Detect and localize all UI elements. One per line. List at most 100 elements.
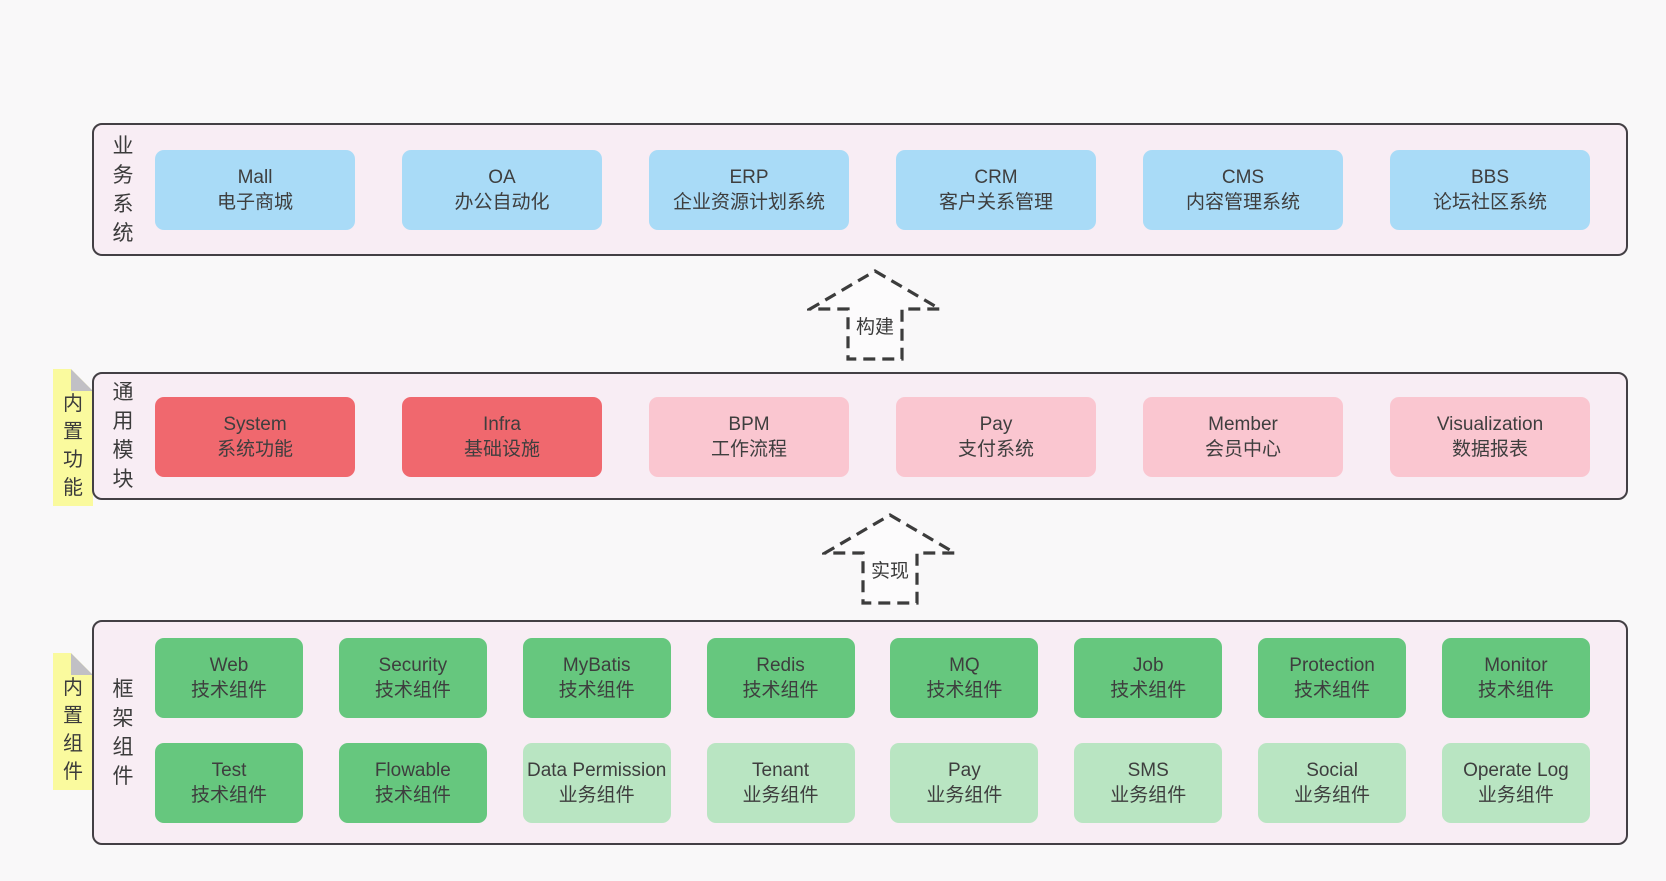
box-job: Job 技术组件: [1074, 638, 1223, 718]
box-web: Web 技术组件: [155, 638, 303, 718]
box-title: System: [223, 414, 287, 435]
section-label-framework-components: 框架组件: [112, 677, 134, 788]
sticky-note-label: 内置功能: [63, 393, 83, 499]
box-bbs: BBS 论坛社区系统: [1390, 150, 1590, 230]
box-data-permission: Data Permission 业务组件: [522, 743, 671, 823]
box-system: System 系统功能: [155, 397, 355, 477]
box-subtitle: 数据报表: [1451, 439, 1528, 460]
box-title: Infra: [482, 414, 522, 435]
box-title: Pay: [948, 760, 981, 781]
box-member: Member 会员中心: [1143, 397, 1343, 477]
box-title: Job: [1132, 655, 1164, 676]
box-crm: CRM 客户关系管理: [896, 150, 1096, 230]
box-subtitle: 支付系统: [957, 439, 1034, 460]
box-title: BBS: [1470, 167, 1510, 188]
box-bpm: BPM 工作流程: [649, 397, 849, 477]
box-social: Social 业务组件: [1258, 743, 1407, 823]
section-business-systems: 业务系统 Mall 电子商城 OA 办公自动化 ERP 企业资源计划系统 CRM…: [92, 123, 1628, 256]
section-label-business-systems: 业务系统: [112, 134, 134, 245]
box-subtitle: 技术组件: [742, 680, 819, 701]
box-erp: ERP 企业资源计划系统: [649, 150, 849, 230]
box-title: Pay: [979, 414, 1013, 435]
box-mq: MQ 技术组件: [890, 638, 1039, 718]
box-infra: Infra 基础设施: [402, 397, 602, 477]
box-subtitle: 技术组件: [1477, 680, 1554, 701]
box-subtitle: 办公自动化: [454, 192, 550, 213]
box-mall: Mall 电子商城: [155, 150, 355, 230]
box-tenant: Tenant 业务组件: [706, 743, 855, 823]
box-cms: CMS 内容管理系统: [1143, 150, 1343, 230]
business-boxes-row: Mall 电子商城 OA 办公自动化 ERP 企业资源计划系统 CRM 客户关系…: [155, 150, 1590, 230]
box-title: MyBatis: [562, 655, 631, 676]
box-subtitle: 业务组件: [1477, 785, 1554, 806]
section-label-common-modules: 通用模块: [112, 381, 134, 491]
box-title: Social: [1306, 760, 1358, 781]
box-subtitle: 电子商城: [216, 192, 293, 213]
box-title: Monitor: [1484, 655, 1548, 676]
box-title: MQ: [949, 655, 980, 676]
box-title: CRM: [974, 167, 1018, 188]
biz-components-row: Test 技术组件 Flowable 技术组件 Data Permission …: [155, 743, 1590, 823]
section-framework-components: 框架组件 Web 技术组件 Security 技术组件 MyBatis 技术组件…: [92, 620, 1628, 845]
box-title: Visualization: [1436, 414, 1544, 435]
sticky-note-label: 内置组件: [63, 677, 83, 783]
arrow-label-implement: 实现: [867, 556, 913, 583]
box-subtitle: 技术组件: [374, 785, 451, 806]
sticky-note-builtin-features: 内置功能: [53, 369, 93, 506]
box-title: Tenant: [752, 760, 810, 781]
box-pay-biz: Pay 业务组件: [890, 743, 1039, 823]
box-title: CMS: [1221, 167, 1265, 188]
box-monitor: Monitor 技术组件: [1441, 638, 1590, 718]
box-redis: Redis 技术组件: [706, 638, 855, 718]
box-title: Redis: [756, 655, 805, 676]
box-test: Test 技术组件: [155, 743, 303, 823]
box-subtitle: 业务组件: [1110, 785, 1187, 806]
box-protection: Protection 技术组件: [1258, 638, 1407, 718]
box-subtitle: 技术组件: [1294, 680, 1371, 701]
box-mybatis: MyBatis 技术组件: [522, 638, 671, 718]
dashed-up-arrow-build: 构建: [807, 268, 943, 362]
box-subtitle: 业务组件: [1294, 785, 1371, 806]
arrow-label-build: 构建: [852, 312, 898, 339]
box-subtitle: 技术组件: [190, 785, 267, 806]
box-operate-log: Operate Log 业务组件: [1441, 743, 1590, 823]
box-subtitle: 论坛社区系统: [1432, 192, 1547, 213]
box-title: Mall: [237, 167, 273, 188]
box-title: Flowable: [374, 760, 451, 781]
box-flowable: Flowable 技术组件: [338, 743, 487, 823]
box-subtitle: 客户关系管理: [938, 192, 1053, 213]
box-subtitle: 技术组件: [558, 680, 635, 701]
sticky-note-builtin-components: 内置组件: [53, 653, 93, 790]
box-title: Operate Log: [1463, 760, 1569, 781]
box-sms: SMS 业务组件: [1074, 743, 1223, 823]
box-subtitle: 企业资源计划系统: [672, 192, 825, 213]
folded-corner-icon: [71, 653, 93, 675]
box-subtitle: 业务组件: [742, 785, 819, 806]
box-title: Data Permission: [526, 760, 667, 781]
box-subtitle: 会员中心: [1204, 439, 1281, 460]
box-subtitle: 技术组件: [926, 680, 1003, 701]
section-common-modules: 通用模块 System 系统功能 Infra 基础设施 BPM 工作流程 Pay…: [92, 372, 1628, 500]
box-title: OA: [488, 167, 516, 188]
box-subtitle: 内容管理系统: [1185, 192, 1300, 213]
box-pay: Pay 支付系统: [896, 397, 1096, 477]
box-subtitle: 技术组件: [374, 680, 451, 701]
tech-components-row: Web 技术组件 Security 技术组件 MyBatis 技术组件 Redi…: [155, 638, 1590, 718]
box-subtitle: 工作流程: [710, 439, 787, 460]
box-subtitle: 基础设施: [463, 439, 540, 460]
box-subtitle: 系统功能: [216, 439, 293, 460]
box-security: Security 技术组件: [338, 638, 487, 718]
box-subtitle: 业务组件: [926, 785, 1003, 806]
box-subtitle: 技术组件: [190, 680, 267, 701]
box-title: Protection: [1289, 655, 1375, 676]
box-title: BPM: [728, 414, 770, 435]
box-title: SMS: [1127, 760, 1169, 781]
folded-corner-icon: [71, 369, 93, 391]
module-boxes-row: System 系统功能 Infra 基础设施 BPM 工作流程 Pay 支付系统…: [155, 397, 1590, 477]
box-title: Web: [209, 655, 249, 676]
box-subtitle: 技术组件: [1110, 680, 1187, 701]
box-title: Member: [1208, 414, 1278, 435]
box-oa: OA 办公自动化: [402, 150, 602, 230]
box-visualization: Visualization 数据报表: [1390, 397, 1590, 477]
